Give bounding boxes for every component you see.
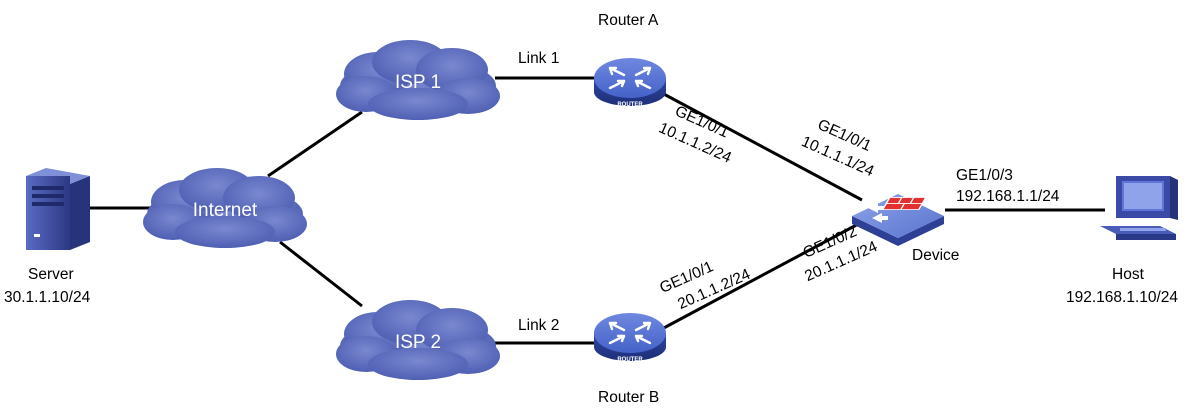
cloud-isp1-label: ISP 1: [395, 72, 441, 93]
server-icon: [26, 168, 90, 250]
router-a-label: Router A: [598, 12, 659, 29]
device-ge1-0-3-ip: 192.168.1.1/24: [956, 188, 1060, 205]
cloud-internet: Internet: [143, 168, 307, 248]
links: [90, 76, 1105, 345]
link-internet-isp1: [267, 110, 363, 178]
link-internet-isp2: [279, 240, 363, 308]
device-label: Device: [912, 247, 959, 264]
router-a-icon: ROUTER: [594, 58, 666, 108]
link-routerb-device: [659, 220, 863, 332]
host-ip: 192.168.1.10/24: [1066, 289, 1178, 306]
router-b-icon: ROUTER: [594, 313, 666, 363]
host-computer-icon: [1100, 176, 1178, 240]
link1-label: Link 1: [518, 50, 559, 67]
router-a-badge: ROUTER: [617, 102, 643, 108]
cloud-isp2-label: ISP 2: [395, 332, 441, 353]
router-b-label: Router B: [598, 389, 659, 406]
device-ge1-0-3-interface: GE1/0/3: [956, 167, 1013, 184]
host-label: Host: [1112, 266, 1145, 283]
cloud-isp2: ISP 2: [336, 300, 500, 380]
server-ip: 30.1.1.10/24: [4, 289, 91, 306]
firewall-device-icon: [852, 194, 944, 246]
cloud-isp1: ISP 1: [336, 40, 500, 120]
router-b-badge: ROUTER: [617, 357, 643, 363]
link2-label: Link 2: [518, 317, 559, 334]
cloud-internet-label: Internet: [193, 200, 258, 221]
link-routera-device: [659, 90, 863, 202]
server-label: Server: [28, 266, 74, 283]
